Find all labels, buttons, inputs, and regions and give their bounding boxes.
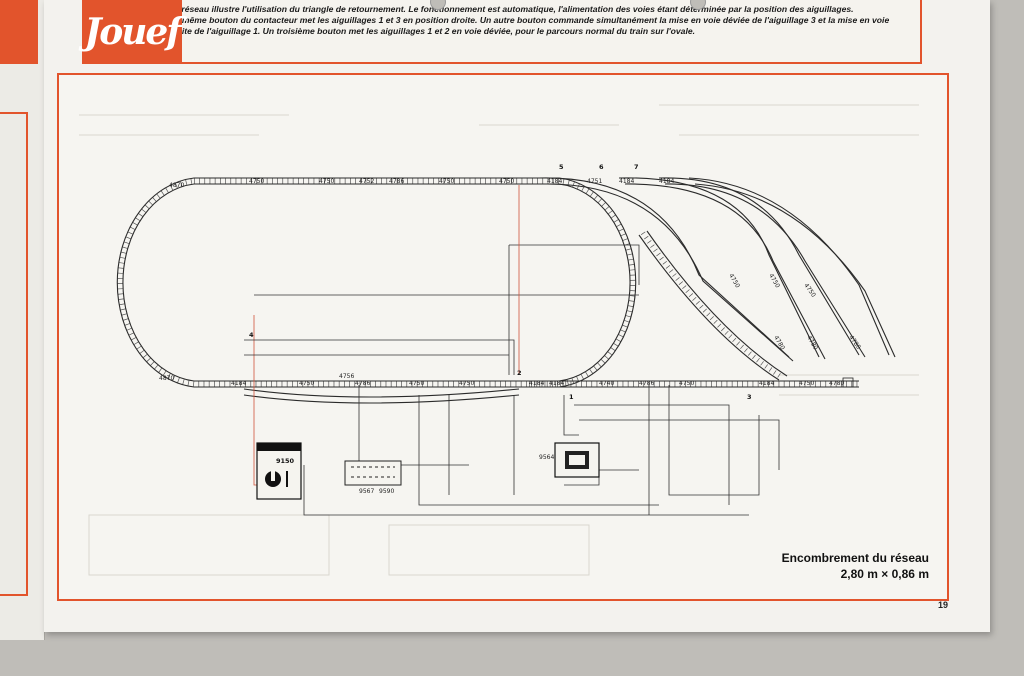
triangle-leg-track [638,234,780,381]
track-label: 4750 [727,273,741,290]
track-label: 4786 [639,380,654,387]
page-number: 19 [938,600,949,610]
header-box: Ce réseau illustre l'utilisation du tria… [140,0,922,64]
switch-number: 6 [599,163,604,171]
track-label: 4750 [319,178,334,185]
track-label: 4752 [359,178,374,185]
switch-number: 2 [517,369,522,377]
track-label: 4751 [587,178,602,185]
oval-track-outer-rail [116,177,637,388]
track-label: 4870 [169,182,184,189]
triangle-leg-rail [646,230,788,377]
track-label: 4750 [802,282,817,299]
switch-number: 1 [569,393,574,401]
track-labels-branch: 4750 4750 4750 4780 4780 4780 [727,273,862,352]
track-label: 4750 [439,178,454,185]
track-label: 4780 [805,335,819,352]
header-text: Ce réseau illustre l'utilisation du tria… [168,4,908,37]
left-page-edge [0,0,45,640]
track-label: 4786 [389,178,404,185]
track-labels-top: 4870 4750 4750 4752 4786 4750 4750 4184 … [169,178,674,189]
track-label: 4750 [409,380,424,387]
controller-9150: 9150 [256,442,302,500]
track-label: 4184 [549,380,564,387]
track-label: 4750 [459,380,474,387]
jouef-logo: Jouef [82,0,182,64]
track-label: 4750 [499,178,514,185]
controller-label: 9150 [276,457,295,465]
caption-dimensions: 2,80 m × 0,86 m [840,567,929,581]
layout-size-caption: Encombrement du réseau 2,80 m × 0,86 m [749,551,929,581]
header-paragraph-1: Ce réseau illustre l'utilisation du tria… [168,4,854,14]
switch-number: 4 [249,331,254,339]
switch-control-box: 9567 9590 [344,460,402,495]
track-label: 4740 [599,380,614,387]
lower-passing-siding [243,388,520,398]
track-label: 4184 [529,380,544,387]
yard-sidings [538,177,896,362]
switch-number-labels: 1 2 3 4 5 6 7 [249,163,752,401]
track-label: 4750 [679,380,694,387]
relay-box: 9564 [539,442,600,478]
track-label: 4750 [249,178,264,185]
track-label: 4184 [619,178,634,185]
header-paragraph-2: Un même bouton du contacteur met les aig… [168,15,890,36]
left-page-orange-strip [0,0,38,64]
track-label: 4870 [159,375,174,382]
switch-number: 5 [559,163,564,171]
track-label: 4750 [799,380,814,387]
box-label: 9590 [379,488,394,495]
track-label: 4184 [759,380,774,387]
track-label: 4780 [829,380,844,387]
oval-track-inner-rail [122,183,631,382]
track-label: 4750 [299,380,314,387]
switch-number: 7 [634,163,639,171]
track-label: 4184 [547,178,562,185]
track-label: 4184 [231,380,246,387]
lower-passing-siding-rail [243,394,520,404]
track-layout-diagram: 9150 9567 9590 9564 1 2 3 [79,104,919,576]
track-label: 4786 [355,380,370,387]
track-labels-bottom: 4870 4184 4750 4756 4786 4750 4750 4184 … [159,373,844,387]
box-label: 9567 [359,488,374,495]
track-label: 4184 [659,178,674,185]
left-page-frame [0,112,28,596]
track-label: 4756 [339,373,354,380]
switch-number: 3 [747,393,752,401]
buffer-stop [842,377,854,388]
layout-diagram-frame: 9150 9567 9590 9564 1 2 3 [57,73,949,601]
catalog-page: Ce réseau illustre l'utilisation du tria… [44,0,990,632]
box-label: 9564 [539,454,554,461]
caption-title: Encombrement du réseau [781,551,929,565]
oval-track-ties [117,178,636,387]
print-through-background [79,104,919,576]
electrical-wiring [244,185,780,516]
